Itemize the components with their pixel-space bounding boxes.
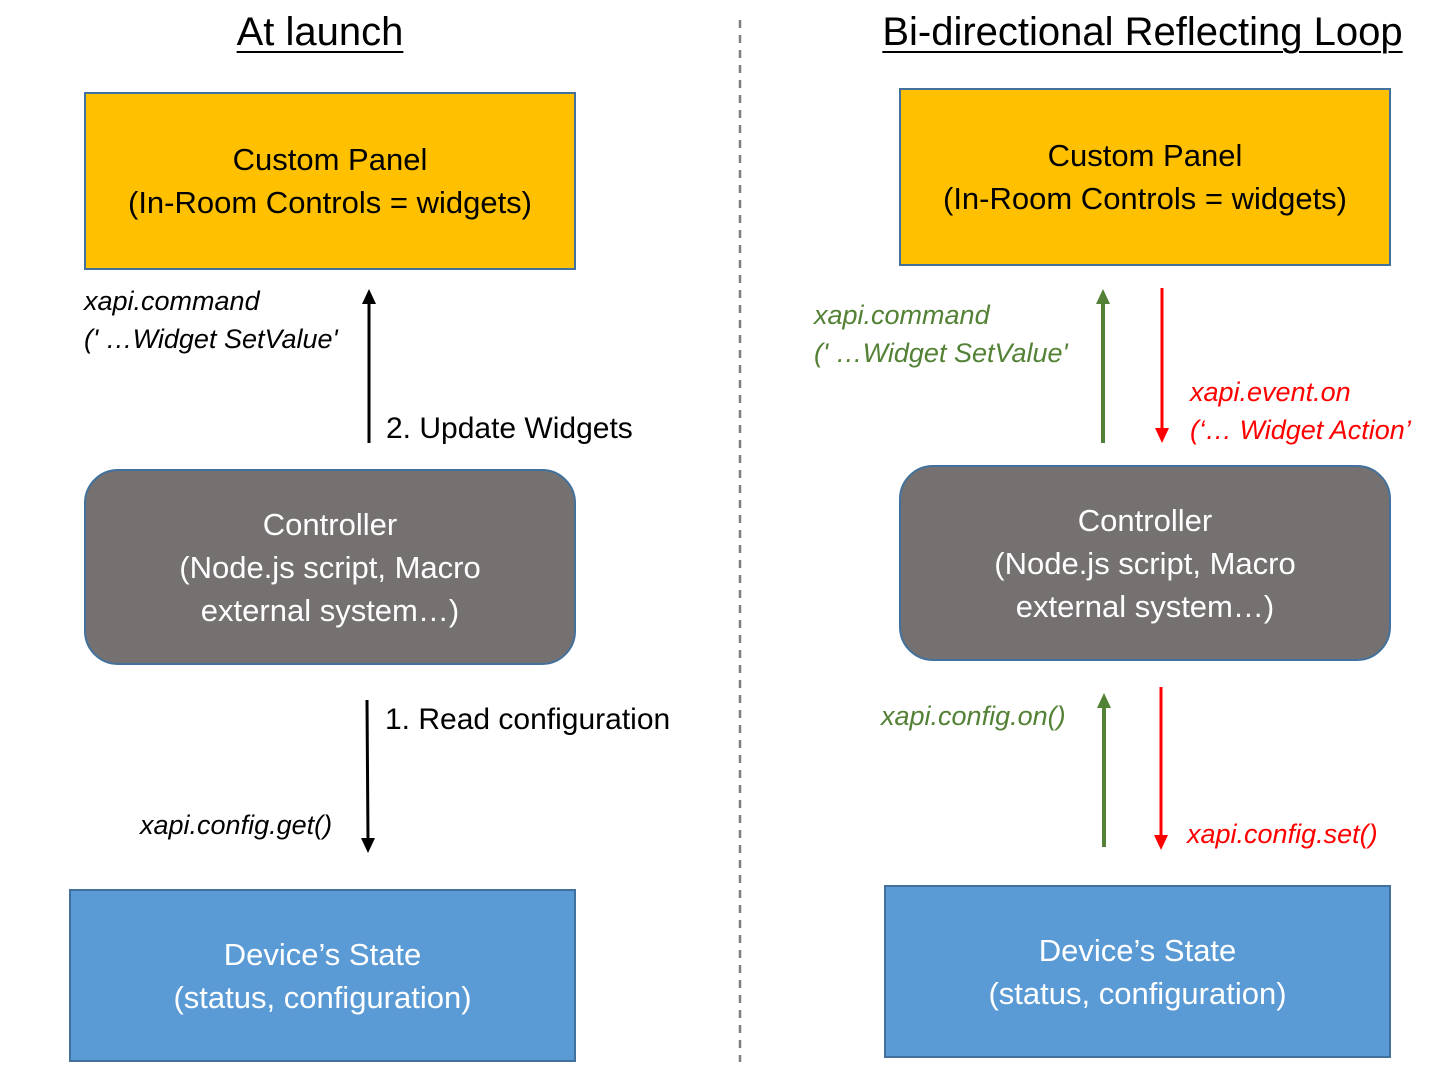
right-heading: Bi-directional Reflecting Loop bbox=[882, 10, 1403, 54]
read-config-arrowhead bbox=[361, 838, 375, 853]
config-set-label: xapi.config.set() bbox=[1187, 819, 1378, 849]
left-controller-line3: external system…) bbox=[200, 592, 460, 628]
right-controller-line2: (Node.js script, Macro bbox=[994, 545, 1296, 581]
right-controller-box: Controller (Node.js script, Macro extern… bbox=[899, 465, 1391, 661]
config-get-label: xapi.config.get() bbox=[140, 810, 333, 840]
right-controller-title: Controller bbox=[1077, 502, 1213, 538]
right-panel-subtitle: (In-Room Controls = widgets) bbox=[943, 181, 1347, 216]
left-controller-title: Controller bbox=[262, 506, 398, 542]
right-state-subtitle: (status, configuration) bbox=[988, 975, 1287, 1011]
read-config-arrow bbox=[365, 699, 370, 841]
right-panel-title: Custom Panel bbox=[1047, 138, 1243, 173]
left-panel-title: Custom Panel bbox=[232, 142, 428, 177]
widget-action-arrowhead bbox=[1155, 428, 1169, 443]
left-device-state-box: Device’s State (status, configuration) bbox=[69, 889, 576, 1062]
right-state-title: Device’s State bbox=[1038, 932, 1237, 968]
config-on-arrowhead bbox=[1097, 693, 1111, 708]
right-custom-panel-box: Custom Panel (In-Room Controls = widgets… bbox=[899, 88, 1391, 266]
config-set-arrowhead bbox=[1154, 835, 1168, 850]
read-configuration-label: 1. Read configuration bbox=[385, 703, 671, 736]
right-event-on-label: xapi.event.on (‘… Widget Action’ bbox=[1190, 377, 1411, 445]
left-panel-subtitle: (In-Room Controls = widgets) bbox=[128, 185, 532, 220]
setvalue-arrowhead bbox=[1096, 289, 1110, 304]
left-controller-line2: (Node.js script, Macro bbox=[179, 549, 481, 585]
right-device-state-box: Device’s State (status, configuration) bbox=[884, 885, 1391, 1058]
left-controller-box: Controller (Node.js script, Macro extern… bbox=[84, 469, 576, 665]
left-heading: At launch bbox=[236, 10, 404, 54]
left-xapi-command-label: xapi.command (' …Widget SetValue' bbox=[84, 286, 338, 354]
right-controller-line3: external system…) bbox=[1015, 588, 1275, 624]
update-widgets-label: 2. Update Widgets bbox=[386, 412, 633, 445]
config-on-label: xapi.config.on() bbox=[881, 701, 1066, 731]
left-state-subtitle: (status, configuration) bbox=[173, 979, 472, 1015]
right-xapi-command-label: xapi.command (' …Widget SetValue' bbox=[814, 300, 1068, 368]
left-state-title: Device’s State bbox=[223, 936, 422, 972]
left-custom-panel-box: Custom Panel (In-Room Controls = widgets… bbox=[84, 92, 576, 270]
update-widgets-arrowhead bbox=[362, 289, 376, 304]
